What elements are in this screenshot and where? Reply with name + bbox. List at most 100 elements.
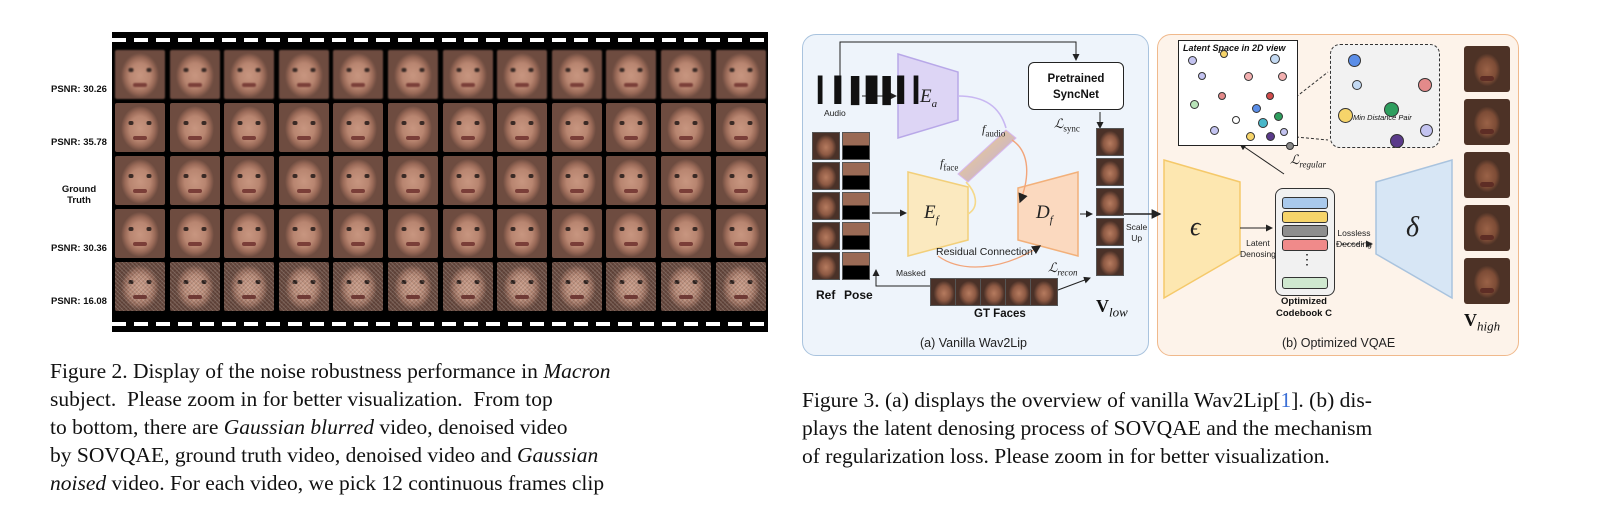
gt-face-thumbnail	[980, 278, 1008, 306]
codebook-entry	[1282, 277, 1328, 289]
row-label: PSNR: 35.78	[40, 137, 118, 148]
video-frame	[716, 209, 766, 258]
caption-italic: noised	[50, 471, 106, 495]
pose-thumbnail	[842, 252, 870, 280]
caption-italic: Macron	[543, 359, 610, 383]
figure-2-caption: Figure 2. Display of the noise robustnes…	[50, 357, 738, 497]
ref-thumbnail	[812, 162, 840, 190]
gt-face-thumbnail	[955, 278, 983, 306]
caption-line: Figure 2. Display of the noise robustnes…	[50, 357, 738, 385]
latent-point	[1274, 112, 1283, 121]
row-label: PSNR: 16.08	[40, 296, 118, 307]
ref-label: Ref	[816, 288, 835, 302]
min-distance-label: Min Distance Pair	[1353, 113, 1412, 122]
v-high-frame	[1464, 46, 1510, 92]
v-low-frame	[1096, 188, 1124, 216]
gt-faces-label: GT Faces	[974, 308, 1026, 320]
video-frame	[333, 262, 383, 311]
video-frame	[170, 262, 220, 311]
caption-text: by SOVQAE, ground truth video, denoised …	[50, 443, 517, 467]
v-low-frame	[1096, 218, 1124, 246]
video-frame	[333, 209, 383, 258]
codebook-box: ⋮	[1275, 188, 1335, 296]
label-line: Optimized	[1266, 296, 1342, 308]
codebook-ellipsis: ⋮	[1300, 251, 1314, 268]
math-subscript: face	[943, 162, 958, 172]
v-high-frame	[1464, 258, 1510, 304]
video-frame	[279, 103, 329, 152]
video-frame	[443, 50, 493, 99]
epsilon-label: ϵ	[1190, 212, 1200, 242]
video-frame	[606, 262, 656, 311]
citation-link[interactable]: 1	[1281, 388, 1292, 412]
vq-encoder-shape	[1164, 160, 1240, 298]
video-frame	[443, 156, 493, 205]
math-subscript: regular	[1299, 160, 1326, 170]
math-symbol: ℒ	[1054, 116, 1063, 131]
figure-3-caption: Figure 3. (a) displays the overview of v…	[802, 386, 1486, 470]
panel-b-title: (b) Optimized VQAE	[1282, 336, 1395, 350]
latent-point	[1210, 126, 1219, 135]
pose-thumbnail	[842, 162, 870, 190]
latent-point	[1258, 118, 1268, 128]
codebook-entry	[1282, 239, 1328, 251]
video-frame	[716, 103, 766, 152]
caption-line: Figure 3. (a) displays the overview of v…	[802, 386, 1486, 414]
caption-line: to bottom, there are Gaussian blurred vi…	[50, 413, 738, 441]
latent-point	[1188, 56, 1197, 65]
codebook-entry	[1282, 225, 1328, 237]
label-line: Lossless	[1336, 228, 1372, 239]
math-subscript: low	[1109, 305, 1128, 320]
pose-thumbnail	[842, 192, 870, 220]
label-line: Decoding	[1336, 239, 1372, 250]
zoomed-latent-point	[1384, 102, 1399, 117]
pose-thumbnail	[842, 222, 870, 250]
math-subscript: f	[936, 214, 939, 226]
latent-point	[1286, 142, 1294, 150]
caption-line: noised video. For each video, we pick 12…	[50, 469, 738, 497]
math-subscript: sync	[1063, 124, 1080, 134]
video-frame	[606, 209, 656, 258]
pose-label: Pose	[844, 288, 873, 302]
l-regular-label: ℒregular	[1290, 152, 1326, 170]
video-frame	[388, 156, 438, 205]
math-symbol: D	[1036, 202, 1050, 223]
video-frame	[115, 156, 165, 205]
caption-italic: Gaussian	[517, 443, 598, 467]
gt-face-thumbnail	[1005, 278, 1033, 306]
caption-text: video, denoised video	[374, 415, 567, 439]
codebook-label: OptimizedCodebook C	[1266, 296, 1342, 320]
caption-text: video. For each video, we pick 12 contin…	[106, 471, 604, 495]
latent-space-title: Latent Space in 2D view	[1183, 43, 1286, 53]
l-recon-label: ℒrecon	[1048, 260, 1078, 278]
scale-up-line: Scale	[1126, 222, 1147, 233]
v-high-frame	[1464, 205, 1510, 251]
face-encoder-label: Ef	[924, 202, 939, 226]
v-low-label: Vlow	[1096, 296, 1128, 321]
math-subscript: a	[932, 98, 938, 110]
label-line: Denosing	[1240, 249, 1276, 260]
caption-line: by SOVQAE, ground truth video, denoised …	[50, 441, 738, 469]
video-frame	[497, 156, 547, 205]
video-frame	[716, 50, 766, 99]
ref-thumbnail	[812, 132, 840, 160]
video-frame	[115, 103, 165, 152]
v-low-frame	[1096, 248, 1124, 276]
video-frame	[443, 209, 493, 258]
caption-line: of regularization loss. Please zoom in f…	[802, 442, 1486, 470]
video-frame	[115, 262, 165, 311]
latent-point	[1266, 132, 1275, 141]
zoomed-latent-point	[1352, 80, 1362, 90]
video-frame	[224, 156, 274, 205]
syncnet-line: Pretrained	[1029, 71, 1123, 87]
video-frame	[333, 50, 383, 99]
syncnet-line: SyncNet	[1029, 87, 1123, 103]
math-subscript: recon	[1057, 268, 1077, 278]
row-label: PSNR: 30.36	[40, 243, 118, 254]
masked-label: Masked	[896, 268, 926, 278]
zoomed-latent-point	[1390, 134, 1404, 148]
ref-thumbnail	[812, 252, 840, 280]
